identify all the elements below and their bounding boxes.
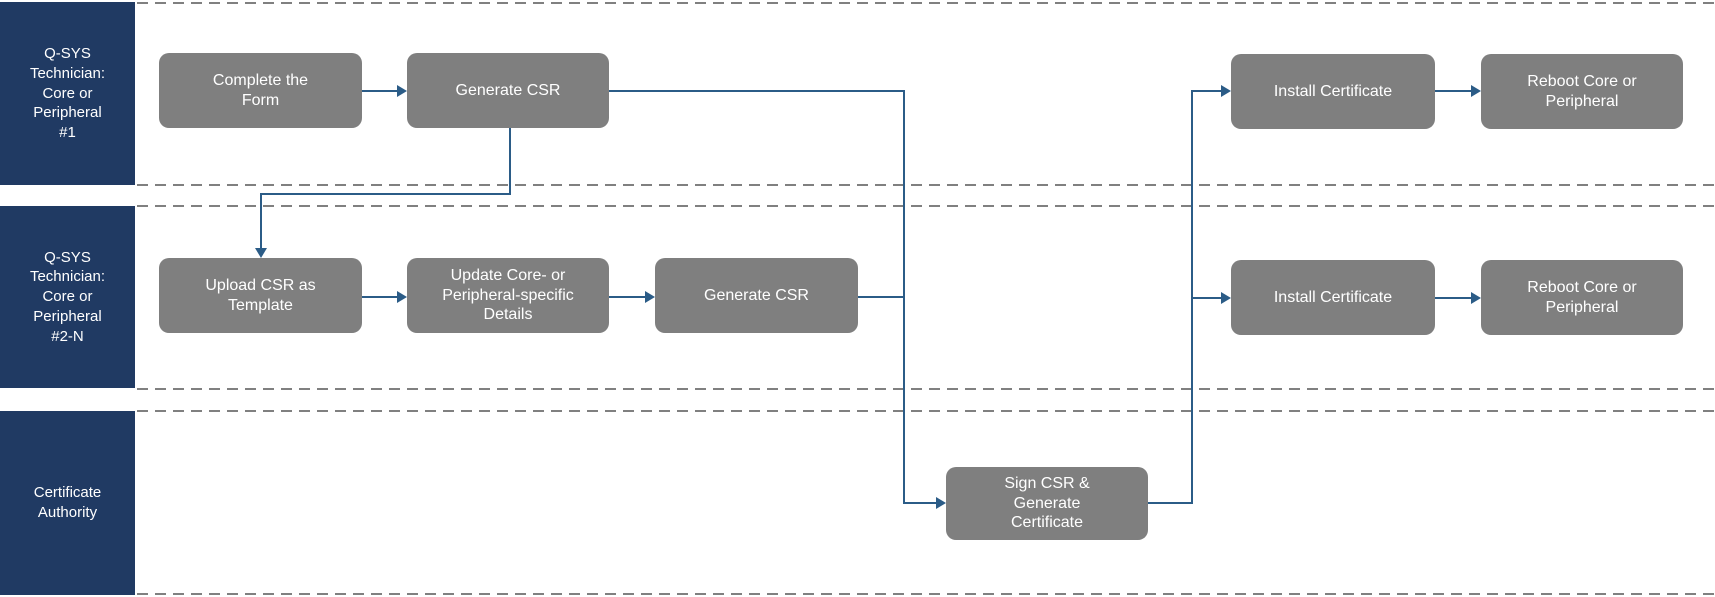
arrowhead-into-sign-csr [936,497,946,509]
arrowhead-into-generate-csr-2 [645,291,655,303]
node-install-certificate-1: Install Certificate [1231,54,1435,129]
connector-install-1-to-reboot-1 [1435,90,1472,92]
connector-riser-to-install-2 [1191,297,1222,299]
arrowhead-into-generate-csr-1 [397,85,407,97]
lane-boundary-1-bottom [137,184,1715,186]
arrowhead-into-install-certificate-2 [1221,292,1231,304]
connector-sign-csr-out [1148,502,1193,504]
arrowhead-into-install-certificate-1 [1221,85,1231,97]
connector-complete-form-to-generate-csr-1 [362,90,398,92]
arrowhead-into-upload-csr [255,248,267,258]
node-install-certificate-2: Install Certificate [1231,260,1435,335]
lane-label: Q-SYS Technician: Core or Peripheral #2-… [29,248,106,345]
lane-boundary-top [137,2,1715,4]
lane-boundary-bottom [137,593,1715,595]
lane-boundary-2-bottom [137,388,1715,390]
lane-boundary-3-top [137,410,1715,412]
lane-label: Q-SYS Technician: Core or Peripheral #1 [29,45,106,142]
node-complete-form: Complete the Form [159,53,362,128]
lane-header-technician-1: Q-SYS Technician: Core or Peripheral #1 [0,2,135,185]
lane-header-certificate-authority: Certificate Authority [0,411,135,595]
connector-generate-csr-1-rightrun [609,90,905,92]
node-reboot-1: Reboot Core or Peripheral [1481,54,1683,129]
connector-riser-to-install-1 [1191,90,1222,92]
lane-header-technician-2-n: Q-SYS Technician: Core or Peripheral #2-… [0,206,135,388]
node-generate-csr-1: Generate CSR [407,53,609,128]
node-sign-csr: Sign CSR & Generate Certificate [946,467,1148,540]
connector-generate-csr-2-to-trunk [858,296,905,298]
arrowhead-into-update-details [397,291,407,303]
connector-upload-csr-to-update-details [362,296,398,298]
connector-into-upload-csr [260,193,262,250]
connector-generate-csr-1-leftrun [260,193,511,195]
lane-boundary-2-top [137,205,1715,207]
arrowhead-into-reboot-2 [1471,292,1481,304]
connector-generate-csr-1-drop [509,128,511,195]
node-generate-csr-2: Generate CSR [655,258,858,333]
node-update-details: Update Core- or Peripheral-specific Deta… [407,258,609,333]
node-reboot-2: Reboot Core or Peripheral [1481,260,1683,335]
connector-install-2-to-reboot-2 [1435,297,1472,299]
arrowhead-into-reboot-1 [1471,85,1481,97]
lane-label: Certificate Authority [33,484,102,521]
node-upload-csr: Upload CSR as Template [159,258,362,333]
connector-trunk-into-sign-csr [903,502,937,504]
connector-update-details-to-generate-csr-2 [609,296,646,298]
